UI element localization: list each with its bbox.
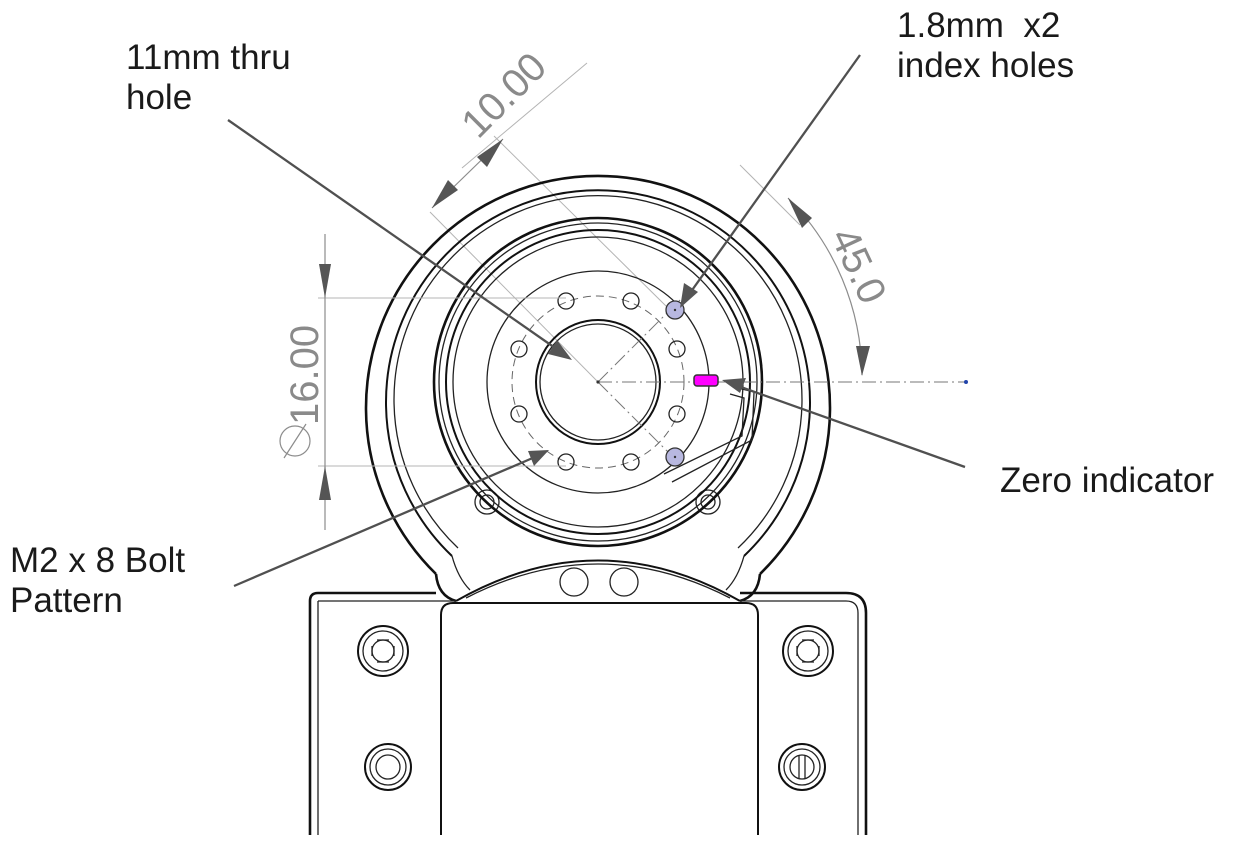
outer-housing xyxy=(364,174,832,603)
index-holes xyxy=(665,300,685,467)
thru-hole-callout-line-1: 11mm thru xyxy=(126,38,291,77)
bolt-hole xyxy=(622,453,640,471)
bolt-hole xyxy=(557,292,575,310)
bolt-hole xyxy=(510,340,528,358)
bolt-hole xyxy=(510,405,528,423)
bolt-hole xyxy=(622,292,640,310)
zero-indicator-callout-text: Zero indicator xyxy=(1000,461,1214,500)
bolt-pattern xyxy=(510,292,686,471)
bolt-hole xyxy=(668,405,686,423)
index-holes-callout: 1.8mm x2 index holes xyxy=(897,6,1074,86)
diameter-dimension: 16.00 xyxy=(279,234,566,530)
screw-top-left xyxy=(357,625,409,677)
screw-bottom-left xyxy=(364,743,412,791)
dimension-angle-text: 45.0 xyxy=(822,221,895,310)
dimension-diameter-text: 16.00 xyxy=(283,325,327,425)
bolt-pattern-callout-line-2: Pattern xyxy=(10,581,123,620)
zero-indicator-mark xyxy=(693,374,719,387)
bolt-hole xyxy=(668,340,686,358)
bolt-pattern-callout-line-1: M2 x 8 Bolt xyxy=(10,541,186,580)
center-lines xyxy=(596,296,968,468)
zero-indicator-callout: Zero indicator xyxy=(1000,461,1214,501)
index-holes-callout-line-1: 1.8mm x2 xyxy=(897,6,1061,45)
callout-leaders xyxy=(227,54,966,588)
index-holes-callout-line-2: index holes xyxy=(897,46,1075,85)
motor-body xyxy=(308,559,868,835)
bolt-pattern-callout: M2 x 8 Bolt Pattern xyxy=(10,541,185,621)
thru-hole-callout: 11mm thru hole xyxy=(126,38,291,118)
screw-top-right xyxy=(782,625,834,677)
bolt-hole xyxy=(557,453,575,471)
thru-hole-callout-line-2: hole xyxy=(126,78,193,117)
mounting-screws xyxy=(357,625,834,791)
screw-bottom-right xyxy=(778,743,826,791)
dimension-linear-text: 10.00 xyxy=(453,44,555,146)
